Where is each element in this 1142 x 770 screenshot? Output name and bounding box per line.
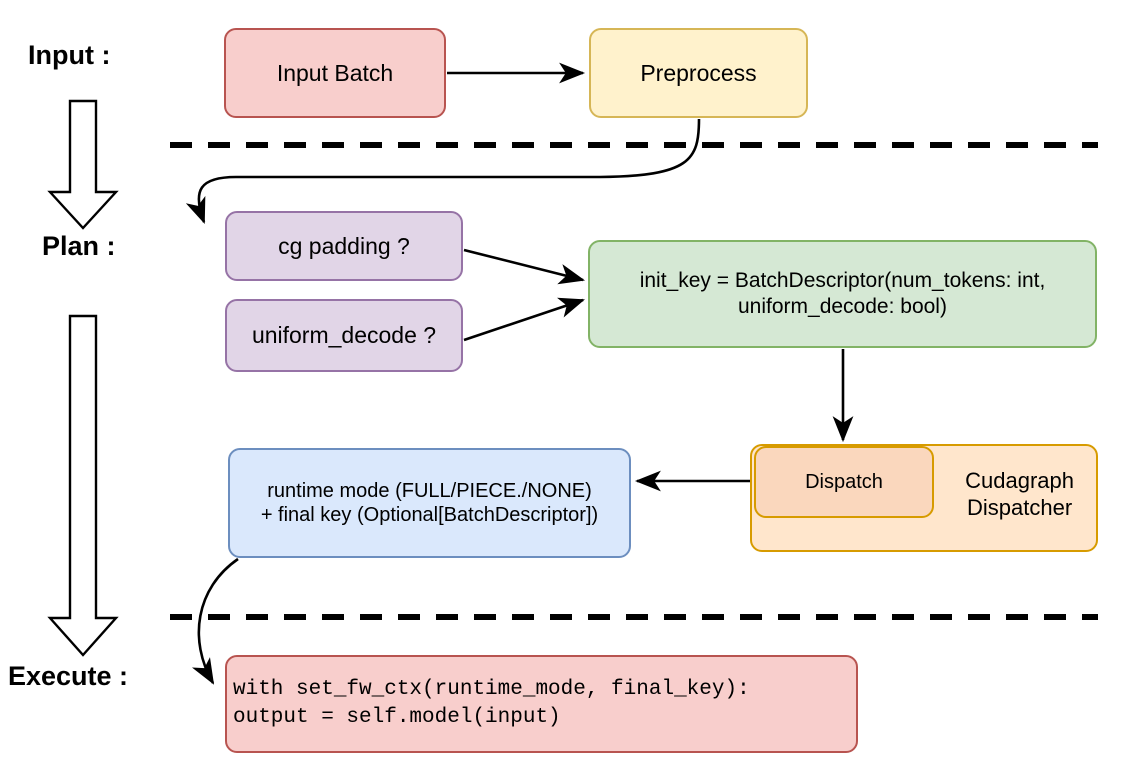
edge-uniform-decode-to-init-key — [463, 297, 585, 342]
node-dispatch[interactable]: Dispatch — [754, 446, 934, 518]
node-init-key[interactable]: init_key = BatchDescriptor(num_tokens: i… — [588, 240, 1097, 348]
plan-to-execute-arrow — [47, 314, 119, 657]
node-execute-code[interactable]: with set_fw_ctx(runtime_mode, final_key)… — [225, 655, 858, 753]
node-input-batch[interactable]: Input Batch — [224, 28, 446, 118]
node-cg-padding[interactable]: cg padding ? — [225, 211, 463, 281]
input-to-plan-arrow — [47, 99, 119, 230]
node-runtime-mode[interactable]: runtime mode (FULL/PIECE./NONE) + final … — [228, 448, 631, 558]
stage-label-execute: Execute : — [8, 661, 129, 691]
edge-preprocess-to-cg-padding — [185, 118, 701, 224]
stage-label-input: Input : — [28, 40, 111, 70]
edge-cg-padding-to-init-key — [463, 248, 586, 285]
node-preprocess[interactable]: Preprocess — [589, 28, 808, 118]
node-uniform-decode[interactable]: uniform_decode ? — [225, 299, 463, 372]
stage-label-plan: Plan : — [42, 231, 116, 261]
